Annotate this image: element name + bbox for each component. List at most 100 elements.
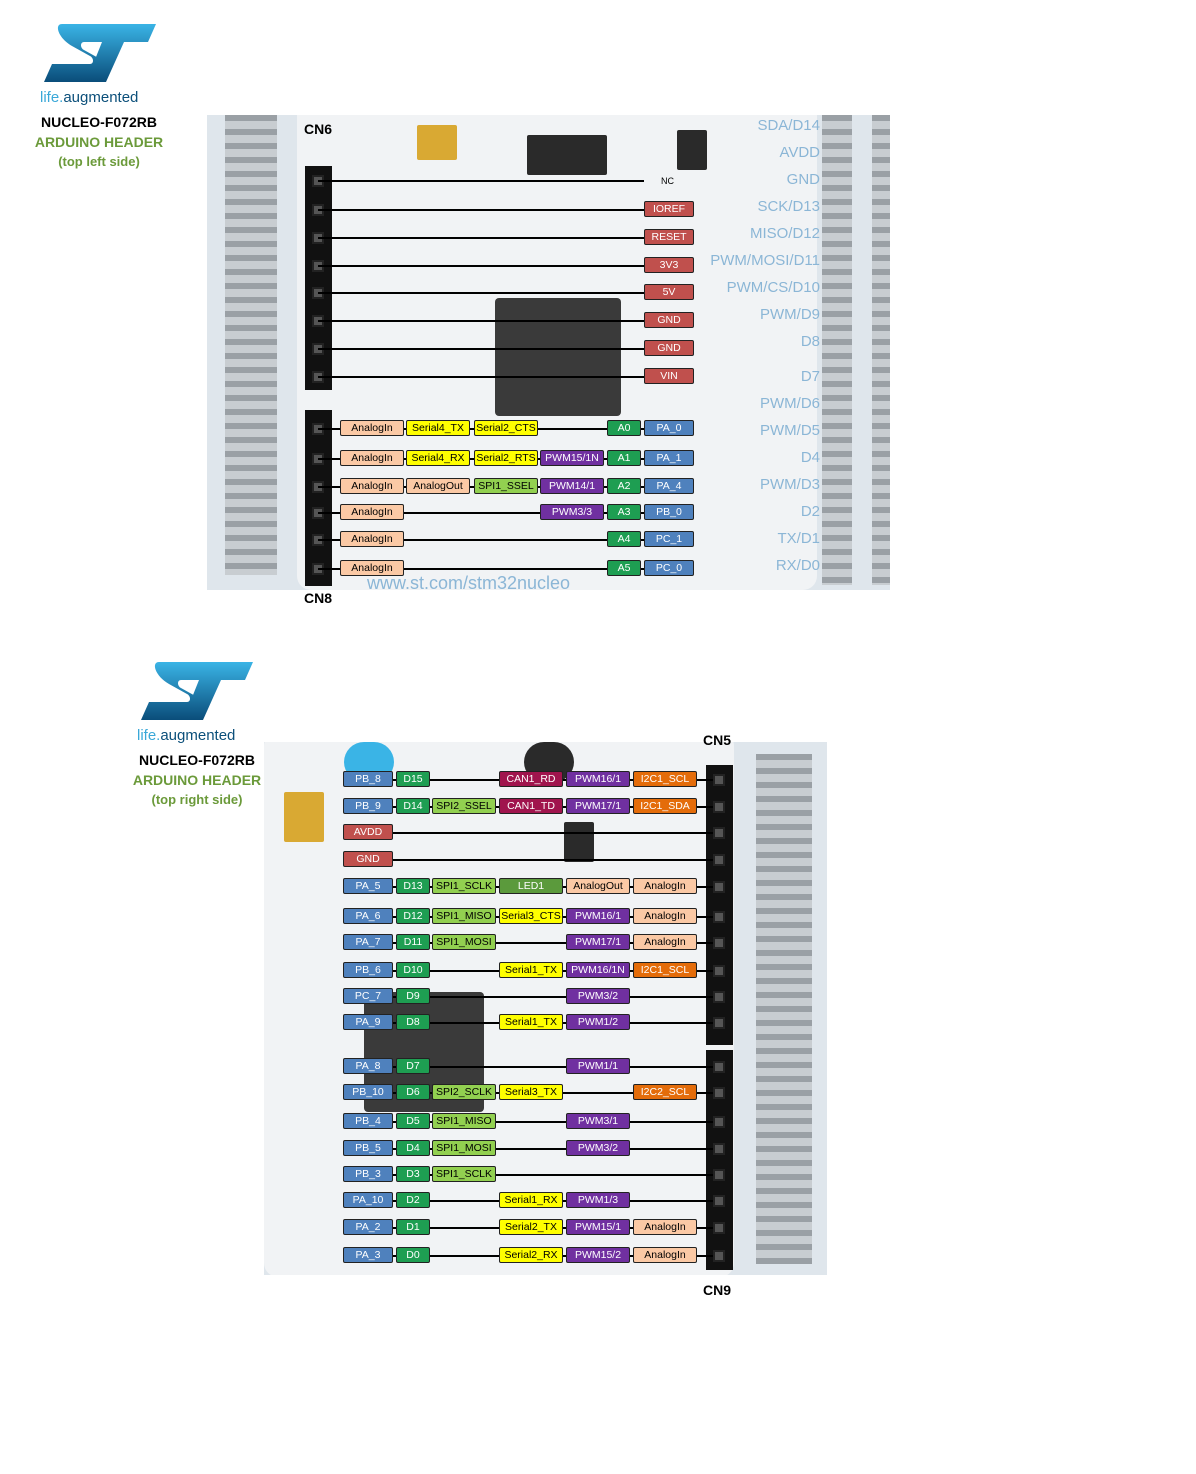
st-logo xyxy=(141,662,253,720)
silkscreen-label: TX/D1 xyxy=(777,530,820,547)
connector-line xyxy=(318,539,644,541)
header-pin xyxy=(713,1061,725,1073)
header-pin xyxy=(713,827,725,839)
pin-function-tag: PWM3/1 xyxy=(566,1113,630,1129)
silkscreen-label: SDA/D14 xyxy=(757,117,820,134)
connector-line xyxy=(318,209,644,211)
header-pin xyxy=(713,1169,725,1181)
component xyxy=(284,792,324,842)
pin-function-tag: Serial3_TX xyxy=(499,1084,563,1100)
cn9-header xyxy=(706,1050,733,1270)
header-name: ARDUINO HEADER xyxy=(34,134,164,150)
component xyxy=(564,822,594,862)
silkscreen-label: PWM/D6 xyxy=(760,395,820,412)
pin-function-tag: AnalogIn xyxy=(633,908,697,924)
pin-function-tag: AnalogIn xyxy=(340,420,404,436)
pin-function-tag: PWM1/2 xyxy=(566,1014,630,1030)
pin-function-tag: AnalogIn xyxy=(340,504,404,520)
pin-function-tag: PA_0 xyxy=(644,420,694,436)
pin-function-tag: PA_4 xyxy=(644,478,694,494)
bottom-title-block: NUCLEO-F072RB ARDUINO HEADER (top right … xyxy=(112,750,282,810)
pin-function-tag: PWM1/1 xyxy=(566,1058,630,1074)
pin-function-tag: Serial1_TX xyxy=(499,962,563,978)
header-pin xyxy=(713,911,725,923)
pin-function-tag: A1 xyxy=(607,450,641,466)
pin-function-tag: SPI1_SCLK xyxy=(432,1166,496,1182)
cn9-label: CN9 xyxy=(703,1282,732,1298)
header-side: (top left side) xyxy=(58,154,140,169)
tagline-augmented: augmented xyxy=(63,89,139,106)
pin-function-tag: A5 xyxy=(607,560,641,576)
pin-function-tag: Serial2_RX xyxy=(499,1247,563,1263)
pin-function-tag: PB_10 xyxy=(343,1084,393,1100)
pin-function-tag: PWM3/2 xyxy=(566,988,630,1004)
silkscreen-label: PWM/CS/D10 xyxy=(726,279,820,296)
pin-function-tag: CAN1_TD xyxy=(499,798,563,814)
pin-function-tag: AnalogIn xyxy=(340,531,404,547)
connector-line xyxy=(380,832,720,834)
header-pin xyxy=(713,774,725,786)
header-pin xyxy=(713,965,725,977)
pin-function-tag: D3 xyxy=(396,1166,430,1182)
pin-function-tag: 3V3 xyxy=(644,256,694,273)
logo-tagline: life.augmented xyxy=(137,727,235,744)
cn5-label: CN5 xyxy=(703,732,732,748)
header-side: (top right side) xyxy=(151,792,243,807)
pin-function-tag: A4 xyxy=(607,531,641,547)
pin-function-tag: PA_5 xyxy=(343,878,393,894)
pin-function-tag: GND xyxy=(343,851,393,867)
pin-function-tag: AnalogOut xyxy=(566,878,630,894)
pin-function-tag: Serial2_RTS xyxy=(474,450,538,466)
connector-line xyxy=(318,375,644,378)
header-pin xyxy=(713,881,725,893)
pin-function-tag: PA_3 xyxy=(343,1247,393,1263)
pin-function-tag: PA_1 xyxy=(644,450,694,466)
pin-function-tag: Serial2_CTS xyxy=(474,420,538,436)
tagline-life: life. xyxy=(137,727,161,744)
board-photo-bottom xyxy=(264,742,827,1275)
nc-label: NC xyxy=(661,176,674,186)
pin-function-tag: D1 xyxy=(396,1219,430,1235)
pin-function-tag: PWM1/3 xyxy=(566,1192,630,1208)
pin-function-tag: D4 xyxy=(396,1140,430,1156)
silkscreen-label: D7 xyxy=(800,368,820,385)
board-name: NUCLEO-F072RB xyxy=(41,114,157,130)
pin-function-tag: AnalogIn xyxy=(633,934,697,950)
pin-function-tag: PWM16/1N xyxy=(566,962,630,978)
connector-line xyxy=(318,236,644,239)
morpho-rail-right xyxy=(822,115,852,585)
pin-function-tag: LED1 xyxy=(499,878,563,894)
pin-function-tag: PWM15/1 xyxy=(566,1219,630,1235)
pin-function-tag: D12 xyxy=(396,908,430,924)
cn6-label: CN6 xyxy=(304,121,333,137)
pin-function-tag: Serial2_TX xyxy=(499,1219,563,1235)
pin-function-tag: SPI1_MOSI xyxy=(432,1140,496,1156)
pin-function-tag: AnalogIn xyxy=(633,1219,697,1235)
header-pin xyxy=(713,1222,725,1234)
st-logo xyxy=(44,24,156,82)
silkscreen-label: PWM/D5 xyxy=(760,422,820,439)
pin-function-tag: D13 xyxy=(396,878,430,894)
pin-function-tag: D9 xyxy=(396,988,430,1004)
connector-line xyxy=(380,996,720,998)
pin-function-tag: A3 xyxy=(607,504,641,520)
pin-function-tag: D0 xyxy=(396,1247,430,1263)
pin-function-tag: CAN1_RD xyxy=(499,771,563,787)
pin-function-tag: Serial1_RX xyxy=(499,1192,563,1208)
pin-function-tag: PWM17/1 xyxy=(566,798,630,814)
pin-function-tag: PB_8 xyxy=(343,771,393,787)
pin-function-tag: D14 xyxy=(396,798,430,814)
connector-line xyxy=(380,1174,720,1176)
pin-function-tag: I2C1_SCL xyxy=(633,771,697,787)
connector-line xyxy=(318,320,644,323)
pin-function-tag: SPI1_SCLK xyxy=(432,878,496,894)
pin-function-tag: Serial1_TX xyxy=(499,1014,563,1030)
pin-function-tag: PWM3/2 xyxy=(566,1140,630,1156)
pin-function-tag: Serial4_TX xyxy=(406,420,470,436)
header-pin xyxy=(713,1087,725,1099)
pin-function-tag: D2 xyxy=(396,1192,430,1208)
morpho-rail-far xyxy=(872,115,890,585)
component xyxy=(417,125,457,160)
pin-function-tag: SPI1_SSEL xyxy=(474,478,538,494)
tagline-life: life. xyxy=(40,89,64,106)
